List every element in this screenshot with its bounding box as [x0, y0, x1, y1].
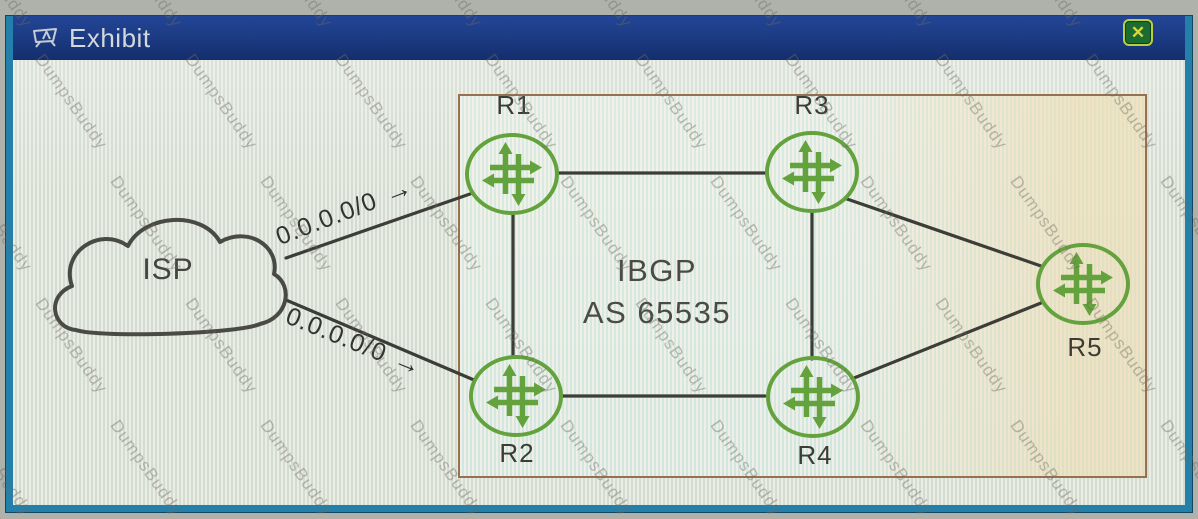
- router-r2-label: R2: [499, 438, 535, 468]
- as-box-title: IBGP AS 65535: [542, 250, 772, 334]
- router-r5-icon: [1033, 240, 1133, 328]
- router-r1-icon: [462, 130, 562, 218]
- router-r1-label: R1: [496, 90, 532, 120]
- isp-label: ISP: [142, 253, 194, 286]
- as-boundary-box: [458, 94, 1147, 478]
- as-box-title-line1: IBGP: [616, 253, 698, 288]
- router-r2-icon: [466, 352, 566, 440]
- router-r3-icon: [762, 128, 862, 216]
- router-r5-label: R5: [1067, 332, 1103, 362]
- title-bar[interactable]: Exhibit ✕: [13, 16, 1185, 60]
- router-r3-label: R3: [794, 90, 830, 120]
- close-button[interactable]: ✕: [1123, 19, 1153, 46]
- router-r4-icon: [763, 353, 863, 441]
- router-r4-label: R4: [797, 440, 833, 470]
- as-box-title-line2: AS 65535: [582, 295, 732, 330]
- exhibit-icon: [33, 28, 57, 48]
- window-title: Exhibit: [69, 22, 151, 53]
